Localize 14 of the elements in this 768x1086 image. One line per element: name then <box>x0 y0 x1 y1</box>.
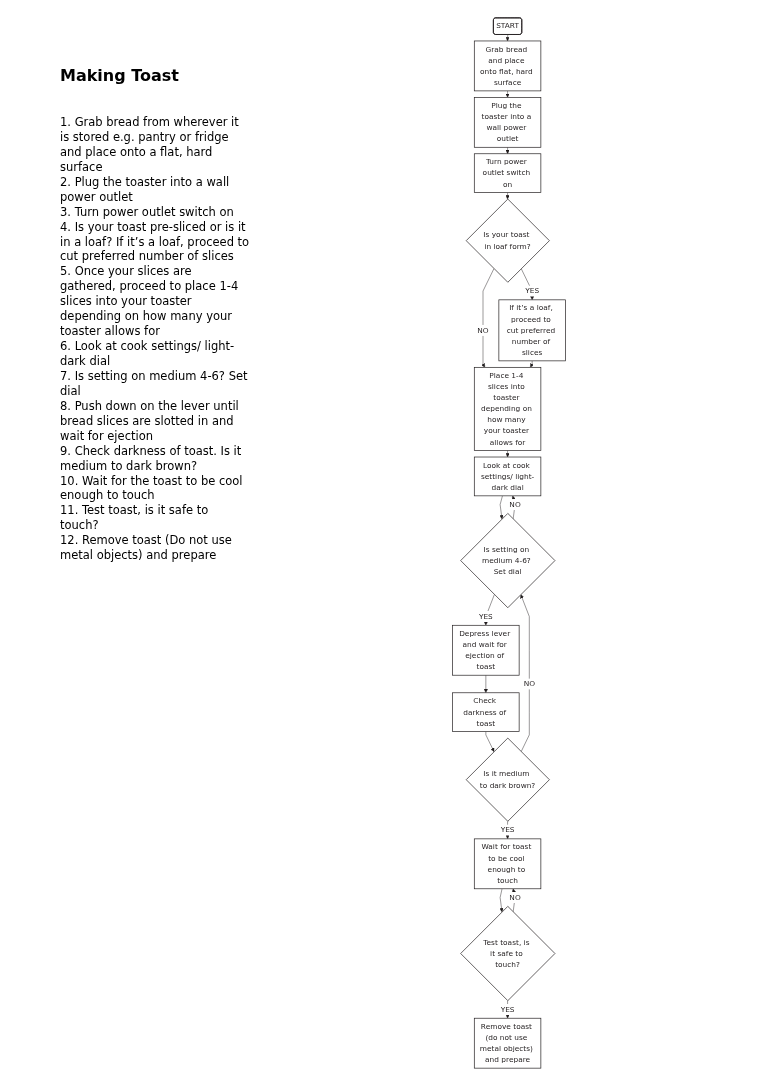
step-note: 4. Is your toast pre-sliced or is it in a loaf? If it’s a loaf, proceed to cut preferred number of slices <box>60 219 250 265</box>
step-note: 10. Wait for the toast to be cool enough to touch <box>60 473 244 504</box>
step-note: 12. Remove toast (Do not use metal objects) and prepare <box>60 533 233 564</box>
step-note: 9. Check darkness of toast. Is it medium to dark brown? <box>60 443 243 474</box>
step-note: 8. Push down on the lever until bread slices are slotted in and wait for ejection <box>60 398 240 444</box>
step-note: 11. Test toast, is it safe to touch? <box>60 503 210 534</box>
step-note: 5. Once your slices are gathered, proceed to place 1-4 slices into your toaster depending on how many your toaster allows for <box>60 264 240 340</box>
arrow <box>505 450 510 458</box>
step-note: 1. Grab bread from wherever it is stored e.g. pantry or fridge and place onto a flat, hard surface <box>60 115 240 175</box>
step-note: 6. Look at cook settings/ light-dark dial <box>60 339 236 369</box>
diagram-title: Making Toast <box>60 66 180 85</box>
step-note: 7. Is setting on medium 4-6? Set dial <box>60 368 249 399</box>
step-note: 3. Turn power outlet switch on <box>60 204 235 220</box>
step-note: 2. Plug the toaster into a wall power outlet <box>60 174 231 205</box>
